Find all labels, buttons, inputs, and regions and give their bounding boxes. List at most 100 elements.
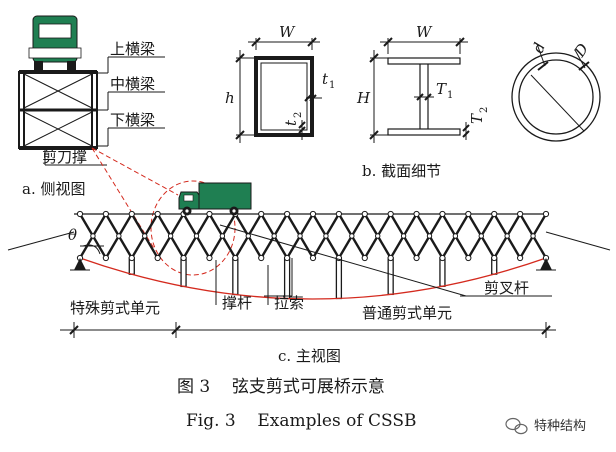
joint — [154, 254, 161, 262]
joint — [335, 210, 342, 218]
label-scissor-brace: 剪刀撑 — [42, 148, 87, 166]
pipe-section — [511, 43, 601, 142]
joint — [90, 233, 96, 239]
box-t2-sub: 2 — [293, 112, 304, 118]
support-right — [536, 258, 556, 271]
joint — [491, 210, 498, 218]
joint — [206, 254, 213, 262]
joint — [400, 233, 407, 239]
ibeam-section — [369, 37, 470, 143]
joint — [76, 210, 84, 218]
joint — [102, 210, 109, 218]
joint — [142, 233, 148, 239]
joint — [478, 233, 484, 239]
label-middle-beam: 中横梁 — [110, 75, 155, 93]
struts — [128, 257, 498, 300]
joint — [154, 210, 161, 218]
pipe-diameter-label: D — [570, 40, 592, 61]
joint — [452, 233, 459, 239]
joint — [271, 233, 277, 239]
span-dimension — [60, 322, 556, 338]
ibeam-T1-sub: 1 — [447, 90, 453, 101]
ibeam-height-label: H — [356, 89, 371, 107]
strut — [439, 257, 446, 287]
joint — [542, 210, 550, 218]
joint — [465, 254, 472, 262]
joint — [323, 233, 329, 239]
strut — [335, 257, 343, 300]
joint — [387, 254, 394, 262]
cable — [79, 257, 547, 300]
joints — [76, 210, 550, 262]
joint — [206, 210, 213, 218]
joint — [530, 233, 536, 239]
joint — [297, 233, 303, 239]
joint — [465, 210, 472, 218]
joint — [517, 254, 524, 262]
caption-main-view: c. 主视图 — [278, 347, 341, 365]
pipe-thickness-label: d — [529, 40, 549, 55]
label-normal-unit: 普通剪式单元 — [362, 304, 452, 322]
side-frame — [18, 70, 98, 150]
projection-lines — [91, 147, 236, 276]
joint — [258, 210, 265, 218]
joint — [504, 233, 510, 239]
joint — [258, 254, 265, 262]
box-height-label: h — [225, 89, 235, 107]
strut — [387, 257, 394, 296]
joint — [439, 254, 446, 262]
joint — [309, 254, 317, 262]
box-width-label: W — [279, 23, 296, 41]
joint — [491, 254, 498, 262]
theta-label: θ — [68, 226, 77, 244]
truck-side-icon — [178, 182, 252, 216]
joint — [284, 254, 291, 262]
section-detail: W h t 1 t 2 — [225, 23, 601, 180]
joint — [116, 233, 122, 239]
strut — [180, 257, 187, 288]
ibeam-T2-sub: 2 — [479, 107, 490, 113]
joint — [167, 233, 174, 239]
label-strut: 撑杆 — [222, 294, 252, 312]
truck-front-icon — [28, 15, 82, 71]
joint — [413, 210, 420, 218]
ibeam-width-label: W — [416, 23, 433, 41]
ibeam-T2-label: T — [468, 113, 486, 124]
joint — [193, 233, 200, 239]
main-view: θ 撑杆 拉索 剪叉杆 特殊剪式单元 普通剪式单元 c. 主视图 — [7, 182, 611, 365]
strut — [283, 257, 291, 300]
label-scissor-bar: 剪叉杆 — [484, 279, 529, 297]
box-t1-sub: 1 — [329, 80, 335, 91]
ibeam-T1-label: T — [436, 80, 447, 98]
label-top-beam: 上横梁 — [110, 40, 155, 58]
joint — [413, 254, 420, 262]
box-t1-label: t — [322, 70, 329, 88]
joint — [361, 254, 368, 262]
caption-section-detail: b. 截面细节 — [362, 162, 441, 180]
side-view: 上横梁 中横梁 下横梁 剪刀撑 a. 侧视图 — [18, 15, 165, 198]
support-left — [70, 258, 90, 271]
joint — [349, 233, 355, 239]
joint — [426, 233, 433, 239]
wechat-icon — [505, 417, 528, 435]
joint — [232, 254, 239, 262]
joint — [517, 210, 524, 218]
joint — [439, 210, 446, 218]
joint — [375, 233, 381, 239]
label-cable: 拉索 — [274, 294, 304, 312]
box-t2-label: t — [282, 119, 300, 126]
joint — [128, 210, 135, 218]
joint — [245, 233, 251, 239]
joint — [219, 233, 226, 239]
box-section — [235, 37, 322, 143]
joint — [309, 210, 317, 218]
watermark: 特种结构 — [505, 417, 586, 435]
watermark-text: 特种结构 — [534, 419, 586, 434]
joint — [284, 210, 291, 218]
strut — [232, 257, 239, 296]
figure-caption-cn: 图 3 弦支剪式可展桥示意 — [177, 377, 385, 397]
label-bottom-beam: 下横梁 — [110, 111, 155, 129]
figure-caption-en: Fig. 3 Examples of CSSB — [186, 411, 417, 431]
joint — [128, 254, 135, 262]
